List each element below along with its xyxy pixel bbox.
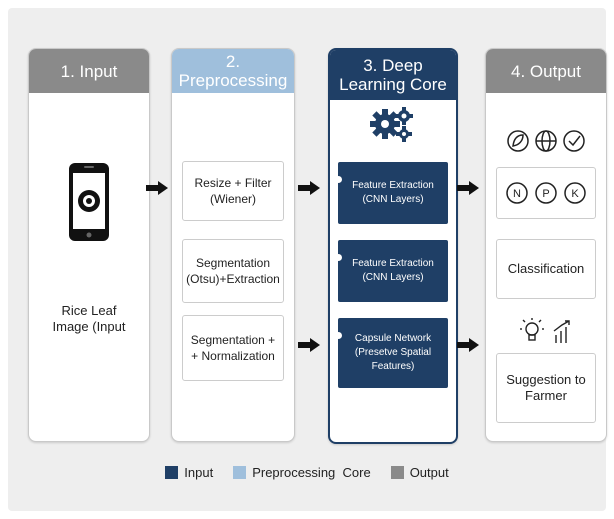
smartphone-camera-icon: [29, 161, 149, 243]
legend-label-input: Input: [184, 465, 214, 480]
preprocessing-step-2: Segmentation (Otsu)+Extraction: [182, 239, 284, 303]
core-panel-header: 3. Deep Learning Core: [330, 50, 456, 100]
check-icon: [563, 130, 585, 152]
lightbulb-icon: [520, 318, 544, 341]
legend-item-preprocessing: Preprocessing Core: [233, 465, 371, 480]
preprocessing-step-1: Resize + Filter (Wiener): [182, 161, 284, 221]
legend-swatch-input: [165, 466, 179, 479]
legend-label-output: Output: [409, 465, 449, 480]
preprocessing-step-3: Segmentation + + Normalization: [182, 315, 284, 381]
input-label: Rice Leaf Image (Input: [39, 295, 139, 343]
growth-chart-icon: [553, 320, 570, 343]
input-panel: 1. Input Rice Leaf Image (Input: [28, 48, 150, 442]
arrow-core-to-output-1: [457, 181, 479, 195]
legend-item-output: Output: [390, 465, 449, 480]
gears-icon: [330, 106, 456, 144]
legend-swatch-preprocessing: [233, 466, 247, 479]
legend-item-input: Input: [165, 465, 213, 480]
npk-k: K: [571, 188, 579, 200]
preprocessing-panel: 2. Preprocessing Resize + Filter (Wiener…: [171, 48, 295, 442]
npk-box: N P K: [496, 167, 596, 219]
output-icons-row-1: [486, 129, 606, 153]
npk-n: N: [513, 188, 521, 200]
classification-box: Classification: [496, 239, 596, 299]
legend: Input Preprocessing Core Output: [8, 465, 606, 480]
core-step-2-label: Feature Extraction (CNN Layers): [352, 258, 434, 283]
connector-dot: [335, 176, 342, 183]
legend-label-preprocessing: Preprocessing Core: [252, 465, 371, 480]
legend-swatch-output: [390, 466, 404, 479]
pipeline-diagram: 1. Input Rice Leaf Image (Input 2. Prepr…: [8, 8, 607, 511]
output-icons-row-2: [486, 317, 606, 345]
core-step-2: Feature Extraction (CNN Layers): [335, 240, 448, 302]
globe-icon: [535, 130, 557, 152]
preprocessing-panel-title: 2. Preprocessing: [178, 52, 288, 90]
arrow-preprocessing-to-core-2: [298, 338, 320, 352]
suggestion-box: Suggestion to Farmer: [496, 353, 596, 423]
output-panel: 4. Output: [485, 48, 607, 442]
connector-dot: [335, 332, 342, 339]
leaf-icon: [507, 130, 529, 152]
input-panel-title: 1. Input: [60, 61, 118, 81]
core-panel-title: 3. Deep Learning Core: [339, 56, 447, 94]
arrow-preprocessing-to-core-1: [298, 181, 320, 195]
core-panel: 3. Deep Learning Core: [328, 48, 458, 444]
output-panel-title: 4. Output: [511, 61, 581, 81]
core-step-3: Capsule Network (Presetve Spatial Featur…: [335, 318, 448, 388]
preprocessing-panel-header: 2. Preprocessing: [172, 49, 294, 93]
connector-dot: [335, 254, 342, 261]
core-step-1: Feature Extraction (CNN Layers): [335, 162, 448, 224]
core-step-1-label: Feature Extraction (CNN Layers): [352, 180, 434, 205]
input-panel-header: 1. Input: [29, 49, 149, 93]
npk-icons: N P K: [506, 182, 586, 204]
output-panel-header: 4. Output: [486, 49, 606, 93]
arrow-core-to-output-2: [457, 338, 479, 352]
arrow-input-to-preprocessing: [146, 181, 168, 195]
npk-p: P: [542, 188, 549, 200]
core-step-3-label: Capsule Network (Presetve Spatial Featur…: [354, 333, 432, 372]
